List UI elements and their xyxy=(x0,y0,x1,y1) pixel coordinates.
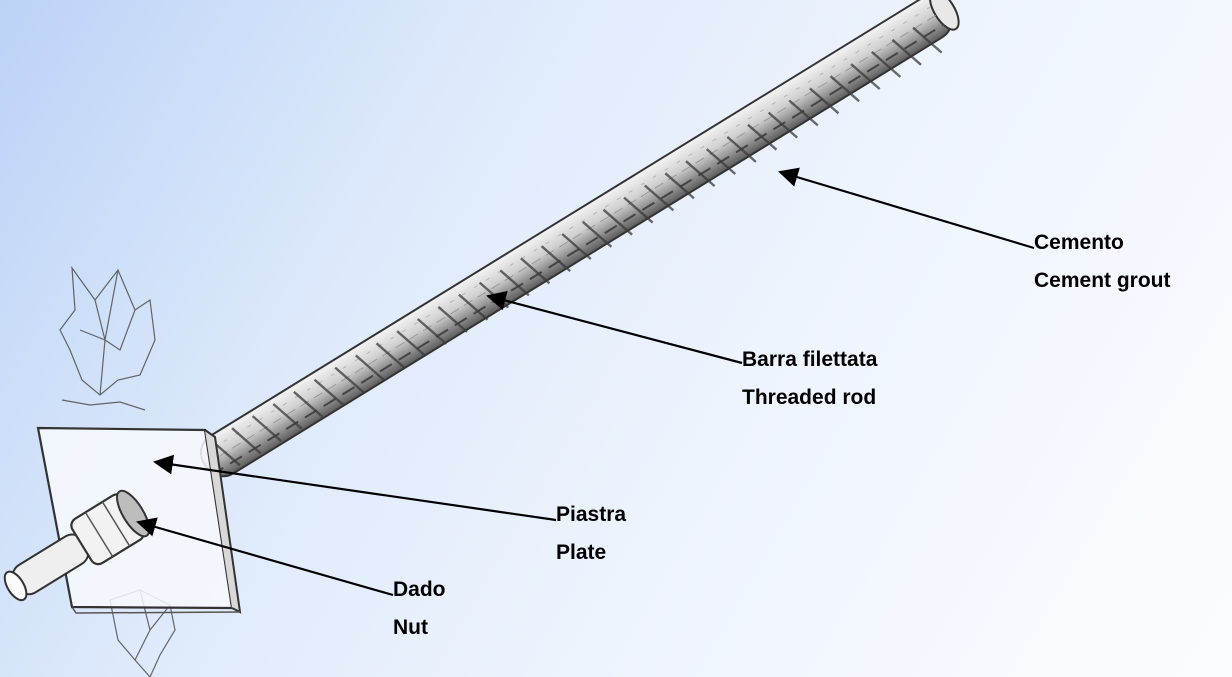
label-cement-it: Cemento xyxy=(1034,228,1171,266)
label-cement: Cemento Cement grout xyxy=(1034,228,1171,304)
label-rod: Barra filettata Threaded rod xyxy=(742,345,877,421)
arrow-cement xyxy=(780,172,1034,248)
label-nut-en: Nut xyxy=(393,613,446,651)
label-nut-it: Dado xyxy=(393,575,446,613)
label-plate: Piastra Plate xyxy=(556,500,626,576)
label-rod-it: Barra filettata xyxy=(742,345,877,383)
arrow-rod xyxy=(488,296,742,363)
label-cement-en: Cement grout xyxy=(1034,266,1171,304)
label-plate-en: Plate xyxy=(556,538,626,576)
label-plate-it: Piastra xyxy=(556,500,626,538)
label-nut: Dado Nut xyxy=(393,575,446,651)
rock-fragment-top xyxy=(60,268,155,410)
label-rod-en: Threaded rod xyxy=(742,383,877,421)
